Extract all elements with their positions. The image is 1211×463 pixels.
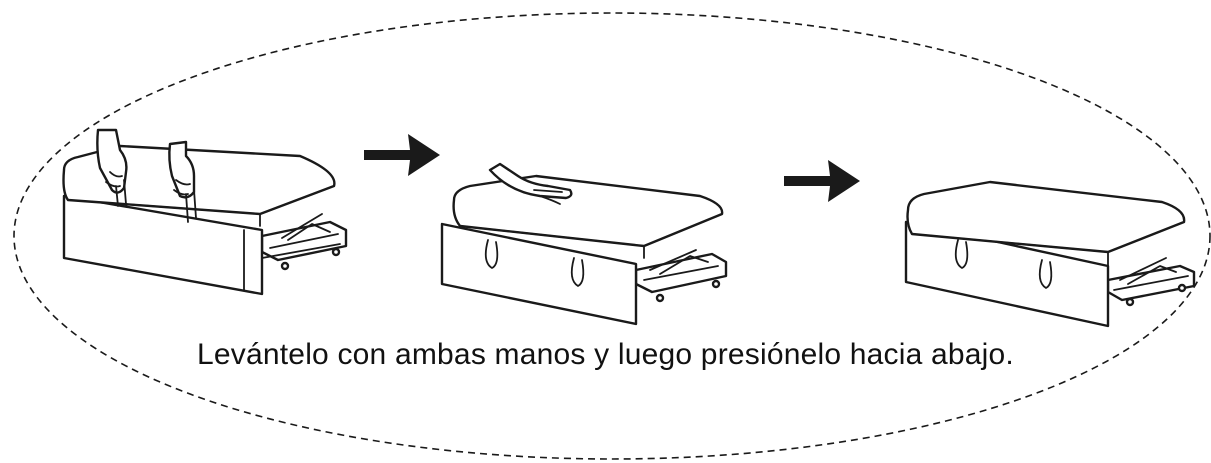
lift-mechanism — [1106, 257, 1196, 307]
right-hand-icon — [168, 140, 197, 223]
step-1-lift-illustration — [62, 128, 348, 296]
lift-mechanism — [260, 213, 348, 271]
right-arrow-icon — [784, 160, 860, 202]
lift-mechanism — [634, 249, 728, 303]
instruction-caption: Levántelo con ambas manos y luego presió… — [197, 338, 1014, 371]
dashed-outline-ellipse — [13, 12, 1211, 460]
pressing-hand-icon — [488, 162, 573, 205]
left-hand-icon — [96, 128, 128, 207]
step-2-press-illustration — [440, 162, 728, 326]
right-arrow-icon — [364, 134, 440, 176]
step-3-closed-illustration — [904, 180, 1196, 328]
